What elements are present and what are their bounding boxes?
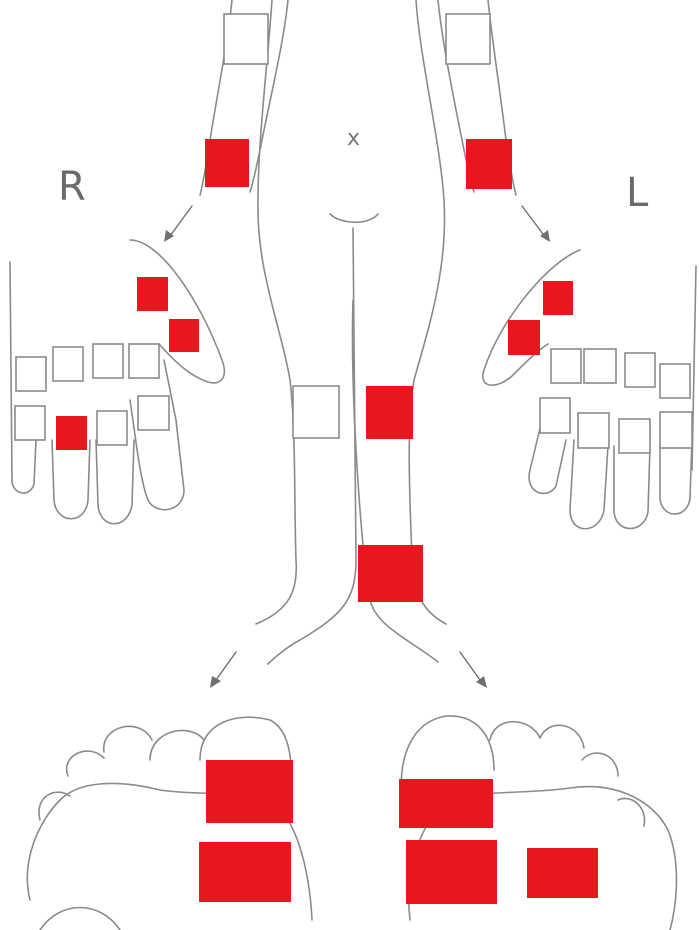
right-hand-r2-c1 (15, 406, 45, 440)
left-hand-r2-c4 (660, 412, 692, 448)
right-forearm-upper-box (224, 14, 268, 64)
right-thumb-base-box (169, 319, 199, 352)
right-hand-r2-c2 (56, 416, 87, 450)
right-wrist-box (205, 139, 249, 187)
left-foot-toes-box (399, 779, 493, 828)
left-hand-r1-c1 (551, 349, 581, 383)
arrow-left-foot (460, 652, 487, 688)
right-hand-r1-c1 (16, 357, 46, 391)
arrow-left-hand (522, 206, 550, 242)
right-knee-box (293, 386, 339, 438)
left-foot-ball-box (406, 840, 497, 904)
arrow-right-foot (210, 652, 236, 688)
right-foot-ball-box (199, 842, 291, 902)
left-hand-r1-c4 (660, 364, 690, 398)
left-ankle-box (358, 545, 423, 602)
left-hand-r1-c2 (584, 349, 616, 383)
right-hand-r2-c4 (138, 396, 169, 430)
left-foot-outer-box (527, 848, 598, 898)
left-hand-r2-c1 (540, 398, 570, 433)
right-hand-r2-c3 (97, 411, 127, 445)
right-hand-r1-c2 (53, 347, 83, 381)
left-forearm-upper-box (446, 14, 490, 64)
center-mark: x (347, 126, 360, 151)
right-side-label: R (58, 164, 86, 210)
arrow-right-hand (164, 206, 192, 242)
right-foot-toes-box (206, 760, 293, 823)
right-hand-r1-c3 (93, 344, 123, 378)
left-hand-r1-c3 (625, 353, 655, 387)
left-thumb-tip-box (543, 281, 573, 315)
left-thumb-base-box (508, 320, 540, 355)
left-wrist-box (466, 139, 512, 189)
left-hand-r2-c3 (619, 419, 650, 453)
left-hand-r2-c2 (578, 413, 609, 448)
left-knee-box (366, 386, 413, 439)
right-hand-r1-c4 (129, 344, 159, 378)
right-thumb-tip-box (137, 277, 168, 311)
left-side-label: L (626, 170, 649, 216)
